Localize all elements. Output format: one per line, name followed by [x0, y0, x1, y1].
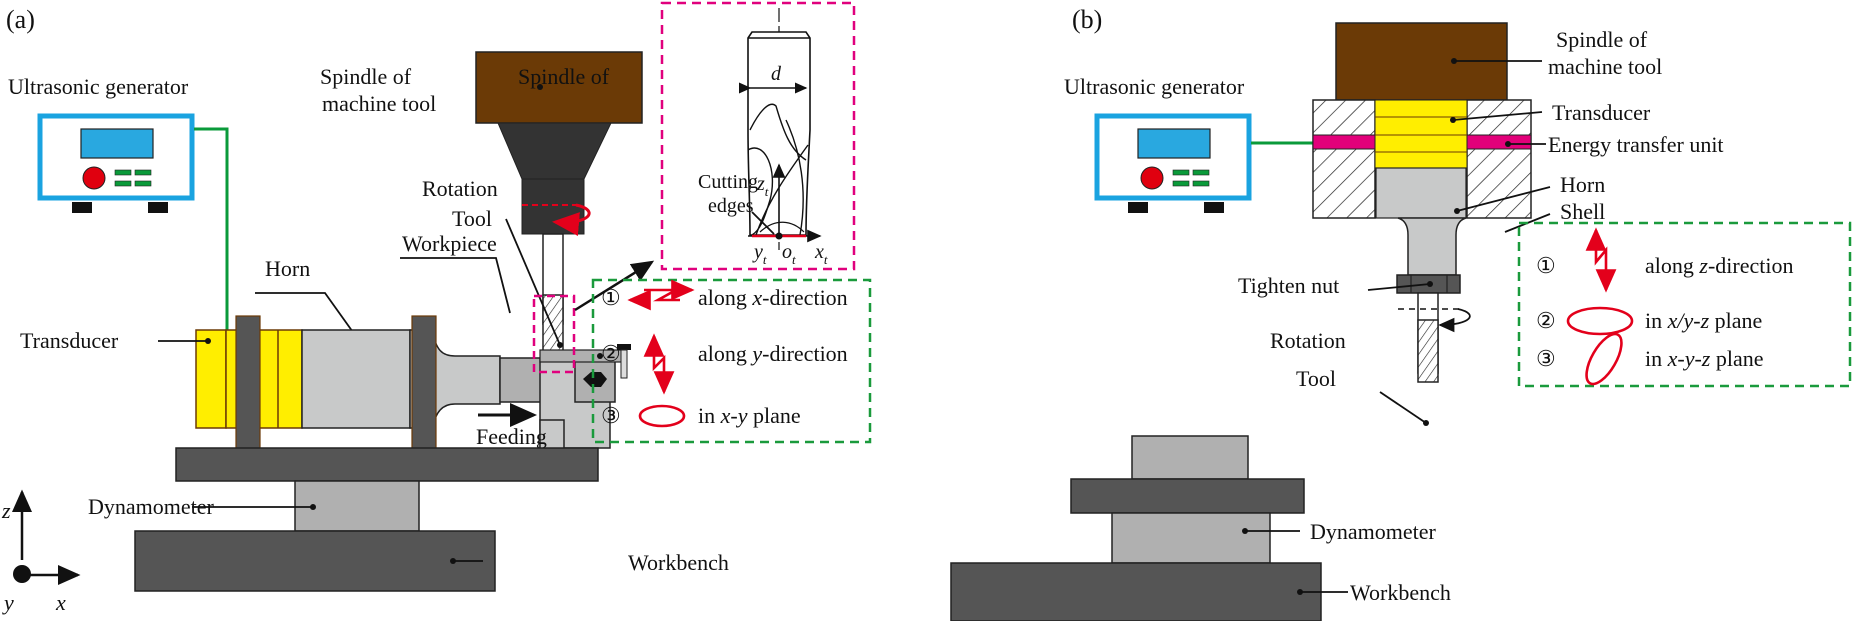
diameter-label: d [771, 63, 782, 85]
legend-a-num-2: ② [601, 341, 621, 366]
ellipse-horizontal-icon [1566, 306, 1634, 336]
shell-left [1312, 99, 1376, 219]
y-t-label: yt [752, 241, 767, 267]
spindle-b-label-line1: Spindle of [1556, 27, 1648, 52]
z-t-label: zt [756, 173, 769, 199]
zigzag-vertical-icon [1594, 240, 1608, 276]
legend-a-text-2: along y-direction [698, 341, 848, 366]
rotation-label-b: Rotation [1270, 328, 1346, 353]
generator-knob-icon [82, 166, 106, 190]
ellipse-horizontal-icon [638, 404, 686, 428]
x-t-label: xt [814, 241, 828, 267]
spindle-a-label-line1: Spindle of [320, 64, 412, 89]
generator-cable [194, 127, 229, 330]
shell-right [1466, 99, 1532, 219]
panel-b-tag: (b) [1072, 5, 1102, 34]
legend-b-num-2: ② [1536, 308, 1556, 333]
legend-a-num-1: ① [601, 285, 621, 310]
legend-b-text-2: in x/y-z plane [1645, 308, 1762, 333]
milling-tool-b [1417, 319, 1439, 383]
tool-label-a: Tool [452, 206, 492, 231]
horn-label-a: Horn [265, 256, 310, 281]
tighten-nut-label: Tighten nut [1238, 273, 1339, 298]
cutting-edges-label-2: edges [708, 195, 754, 217]
transducer-horn-assembly [195, 315, 581, 451]
energy-transfer-unit-right [1466, 134, 1532, 150]
generator-button [114, 169, 132, 176]
transducer-a [195, 329, 227, 429]
coordinate-axes: z y x [1, 489, 81, 615]
z-axis-label: z [1, 498, 11, 523]
generator-button [114, 180, 132, 187]
generator-button [134, 180, 152, 187]
ellipse-tilted-icon [1585, 332, 1623, 386]
generator-label-b: Ultrasonic generator [1064, 74, 1245, 99]
workbench-b [950, 562, 1322, 621]
shell-label: Shell [1560, 199, 1605, 224]
spindle-label-1: Spindle of [518, 64, 610, 89]
workpiece-b [1131, 435, 1249, 480]
legend-b-num-1: ① [1536, 253, 1556, 278]
base-plate-b [1070, 478, 1305, 514]
legend-a-num-3: ③ [601, 403, 621, 428]
rotation-arrow-icon [552, 203, 591, 236]
y-axis-out-icon [13, 565, 31, 583]
generator-label: Ultrasonic generator [8, 74, 189, 99]
detail-pointer-arrow [574, 260, 655, 312]
spindle-a-label-line2: machine tool [322, 91, 436, 116]
workbench-a [134, 530, 496, 592]
workbench-label-b: Workbench [1350, 580, 1451, 605]
y-axis-label: y [2, 590, 14, 615]
detail-marker [532, 294, 576, 374]
tool-detail-inset: d zt yt ot xt Cutting edges [660, 1, 856, 271]
workbench-label-a: Workbench [628, 550, 729, 575]
panel-a-tag: (a) [6, 5, 35, 34]
transducer-label-a: Transducer [20, 328, 119, 353]
horn-label-b: Horn [1560, 172, 1605, 197]
legend-b-text-3: in x-y-z plane [1645, 346, 1764, 371]
generator-knob-icon [1140, 166, 1164, 190]
o-t-label: ot [782, 241, 796, 267]
panel-b: (b) Ultrasonic generator Spindle of mach… [950, 5, 1852, 621]
spindle-a [475, 51, 643, 368]
hex-bolt-icon [583, 372, 607, 387]
generator-screen [80, 128, 154, 159]
spindle-b-label-line2: machine tool [1548, 54, 1662, 79]
transducer-label-b: Transducer [1552, 100, 1651, 125]
rotation-arrow-icon [1438, 308, 1471, 333]
x-axis-label: x [55, 590, 66, 615]
tool-holder-b [1312, 99, 1532, 383]
vibration-legend-a: ① along x-direction ② along y-direction … [591, 278, 872, 444]
energy-transfer-unit-left [1312, 134, 1376, 150]
transducer-b [1374, 99, 1468, 169]
legend-b-text-1: along z-direction [1645, 253, 1793, 278]
legend-a-text-1: along x-direction [698, 285, 848, 310]
workpiece-label: Workpiece [402, 231, 497, 256]
panel-a: (a) Ultrasonic generator Spindle of [1, 1, 872, 615]
ultrasonic-generator [37, 113, 195, 213]
energy-unit-label: Energy transfer unit [1548, 132, 1724, 157]
base-plate-a [175, 447, 599, 482]
feeding-label: Feeding [476, 424, 547, 449]
horn-b [1375, 167, 1467, 219]
horn-a [301, 329, 411, 429]
zigzag-horizontal-icon [644, 288, 682, 302]
fixture [539, 344, 631, 451]
rotation-label-a: Rotation [422, 176, 498, 201]
generator-button [134, 169, 152, 176]
cutting-edges-label-1: Cutting [698, 171, 758, 193]
vibration-legend-b: ① along z-direction ② in x/y-z plane ③ i… [1517, 221, 1852, 388]
dynamometer-b [1111, 512, 1271, 564]
legend-b-num-3: ③ [1536, 346, 1556, 371]
tool-label-b: Tool [1296, 366, 1336, 391]
zigzag-vertical-icon [652, 346, 666, 382]
ultrasonic-generator-b [1094, 113, 1252, 213]
dynamometer-label-b: Dynamometer [1310, 519, 1437, 544]
legend-a-text-3: in x-y plane [698, 403, 801, 428]
